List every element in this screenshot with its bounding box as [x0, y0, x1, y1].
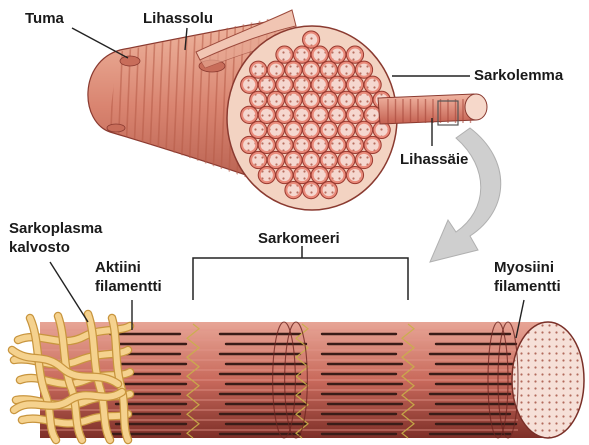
myofibril-filaments — [358, 154, 370, 166]
myofibril-filaments — [305, 64, 317, 76]
myofibril-filaments — [367, 139, 379, 151]
myofibril-filaments — [261, 169, 273, 181]
myofibril-filaments — [305, 154, 317, 166]
fiber-end-cap — [512, 322, 584, 438]
nucleus — [120, 56, 140, 66]
label-myosiini-line2: filamentti — [494, 278, 561, 295]
myofibril-filaments — [287, 64, 299, 76]
myofibril-filaments — [287, 124, 299, 136]
label-sarkoplasma-line2: kalvosto — [9, 239, 70, 256]
myofibril-filaments — [349, 139, 361, 151]
myofibril-filaments — [252, 154, 264, 166]
myofibril-filaments — [331, 49, 343, 61]
myofibril-filaments — [287, 94, 299, 106]
curved-arrow-icon — [430, 128, 501, 262]
myofibril-filaments — [314, 169, 326, 181]
label-sarkolemma: Sarkolemma — [474, 66, 563, 85]
cross-section — [227, 26, 397, 210]
myofibril-filaments — [331, 109, 343, 121]
myofibril-filaments — [296, 109, 308, 121]
myofibril-filaments — [305, 34, 317, 46]
label-sarkomeeri: Sarkomeeri — [258, 229, 340, 248]
myofibril-filaments — [261, 79, 273, 91]
myofibril-filaments — [305, 124, 317, 136]
myofibril-filaments — [323, 94, 335, 106]
myofibril-filaments — [270, 124, 282, 136]
label-tuma: Tuma — [25, 9, 64, 28]
myofibril-filaments — [243, 109, 255, 121]
myofibril-filaments — [349, 109, 361, 121]
myofibril-filaments — [358, 64, 370, 76]
myofibril-filaments — [270, 94, 282, 106]
myofibril-filaments — [252, 94, 264, 106]
myofibril-filaments — [305, 94, 317, 106]
label-myosiini: Myosiini filamentti — [494, 258, 561, 296]
myofibril-filaments — [305, 184, 317, 196]
label-sarkoplasma: Sarkoplasma kalvosto — [9, 219, 102, 257]
myofibril-filaments — [252, 64, 264, 76]
myofibril-filaments — [323, 124, 335, 136]
sarcomere-bracket — [193, 246, 408, 300]
myofibril-filaments — [296, 79, 308, 91]
myofibril-filaments — [331, 139, 343, 151]
myofibril-filaments — [243, 79, 255, 91]
myofibril-filaments — [261, 139, 273, 151]
myofibril-filaments — [278, 109, 290, 121]
myofibril-filaments — [323, 154, 335, 166]
label-lihassolu: Lihassolu — [143, 9, 213, 28]
myofibril-filaments — [340, 124, 352, 136]
myofibril-filaments — [358, 124, 370, 136]
nucleus — [107, 124, 125, 132]
myofibril-filaments — [314, 49, 326, 61]
myofibril-filaments — [270, 154, 282, 166]
myofibril-filaments — [314, 139, 326, 151]
label-aktiini: Aktiini filamentti — [95, 258, 162, 296]
myofibril-filaments — [340, 94, 352, 106]
myofibril-filaments — [367, 79, 379, 91]
myofibril-filaments — [278, 139, 290, 151]
myofibril-filaments — [376, 124, 388, 136]
myofibril-filaments — [261, 109, 273, 121]
myofibril-filaments — [323, 184, 335, 196]
myofibril-filaments — [340, 64, 352, 76]
myofibril-filaments — [296, 49, 308, 61]
myofibril-filaments — [287, 154, 299, 166]
myofibril-filaments — [331, 79, 343, 91]
leader-tuma — [72, 28, 128, 58]
label-aktiini-line2: filamentti — [95, 278, 162, 295]
myofibril-filaments — [349, 169, 361, 181]
myofibril-filaments — [314, 79, 326, 91]
myofibril-filaments — [331, 169, 343, 181]
myofibril-filaments — [252, 124, 264, 136]
myofibril-filaments — [349, 79, 361, 91]
label-aktiini-line1: Aktiini — [95, 259, 141, 276]
myofibril-filaments — [340, 154, 352, 166]
label-sarkoplasma-line1: Sarkoplasma — [9, 220, 102, 237]
myofibril-filaments — [278, 49, 290, 61]
myofibril-filaments — [367, 109, 379, 121]
myofibril-filaments — [358, 94, 370, 106]
label-lihassaie: Lihassäie — [400, 150, 468, 169]
myofibril-filaments — [296, 139, 308, 151]
myofibril-filaments — [278, 169, 290, 181]
myofibril-filaments — [287, 184, 299, 196]
myofibril-filaments — [270, 64, 282, 76]
myofibril-filaments — [296, 169, 308, 181]
myofibril-filaments — [323, 64, 335, 76]
myofibril-filaments — [349, 49, 361, 61]
myofibril-filaments — [278, 79, 290, 91]
label-myosiini-line1: Myosiini — [494, 259, 554, 276]
myofibril-filaments — [243, 139, 255, 151]
myofibril-filaments — [314, 109, 326, 121]
